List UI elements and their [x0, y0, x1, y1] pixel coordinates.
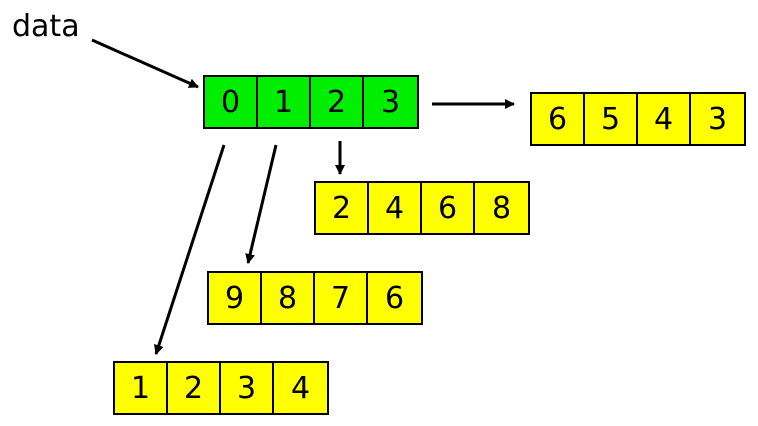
sub-array-cell: 6	[384, 280, 405, 316]
sub-array-cell: 2	[168, 363, 221, 413]
main-array-cell: 3	[380, 84, 401, 120]
arrow-index-1	[245, 144, 278, 264]
sub-array-cell: 4	[290, 370, 311, 406]
sub-array-cell: 5	[585, 94, 638, 144]
sub-array-cell: 3	[707, 101, 728, 137]
sub-array-cell: 8	[491, 190, 512, 226]
sub-array-cell: 6	[422, 183, 475, 233]
sub-array-index-1: 9 8 7 6	[207, 271, 423, 325]
sub-array-index-3: 6 5 4 3	[530, 92, 746, 146]
main-array-cell: 2	[311, 77, 364, 127]
sub-array-cell: 4	[638, 94, 691, 144]
sub-array-index-2: 2 4 6 8	[314, 181, 530, 235]
main-array: 0 1 2 3	[203, 75, 419, 129]
sub-array-cell: 2	[316, 183, 369, 233]
arrow-data-to-main	[91, 38, 199, 89]
sub-array-cell: 8	[262, 273, 315, 323]
main-array-cell: 1	[258, 77, 311, 127]
sub-array-index-0: 1 2 3 4	[113, 361, 329, 415]
sub-array-cell: 6	[532, 94, 585, 144]
sub-array-cell: 7	[315, 273, 368, 323]
sub-array-cell: 4	[369, 183, 422, 233]
main-array-cell: 0	[205, 77, 258, 127]
data-label: data	[12, 9, 80, 44]
sub-array-cell: 3	[221, 363, 274, 413]
arrow-index-0	[154, 144, 226, 355]
sub-array-cell: 9	[209, 273, 262, 323]
sub-array-cell: 1	[115, 363, 168, 413]
